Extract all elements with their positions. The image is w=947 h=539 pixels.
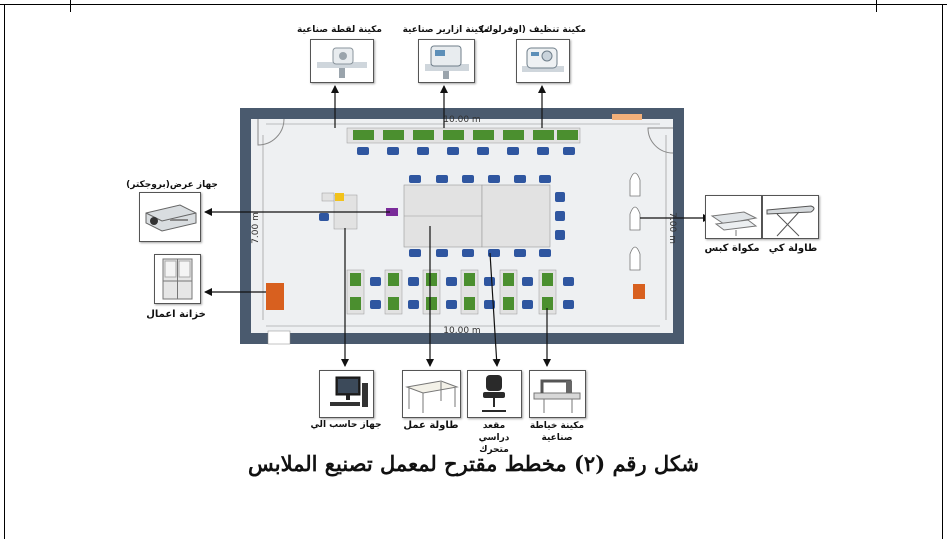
sewing-machine-icon: [533, 379, 581, 413]
press-iron-icon: [710, 211, 758, 236]
computer-image: [319, 370, 374, 418]
frame-left-line: [4, 4, 5, 539]
frame-right-line: [942, 4, 943, 539]
work-table-icon: [405, 380, 459, 413]
overlock-machine-label: مكينة تنظيف (اوفرلوك): [480, 25, 586, 35]
dim-left-label: 7.00 m: [251, 212, 261, 244]
projector-label: جهاز عرض(بروجكتر): [126, 180, 218, 190]
top-chairs: [357, 147, 575, 155]
bottom-machines: [350, 273, 553, 310]
door-right: [647, 127, 674, 154]
computer-icon: [330, 376, 368, 407]
figure-caption: شكل رقم (٢) مخطط مقترح لمعمل تصنيع الملا…: [247, 451, 700, 476]
overlock-machine-image: [516, 39, 570, 83]
press-iron-image: [705, 195, 762, 239]
bottom-chairs: [370, 277, 574, 309]
overlock-machine-icon: [522, 47, 564, 72]
cutting-machine-image: [310, 39, 374, 83]
chair-icon: [482, 375, 506, 412]
frame-top-line: [0, 4, 947, 5]
press-iron-label: مكواة كبس: [704, 243, 760, 254]
projector-stand-yellow: [335, 193, 344, 201]
buttonhole-machine-label: مكينة ازارير صناعية: [402, 25, 489, 35]
chair-image: [467, 370, 522, 418]
central-table-right: [481, 184, 551, 248]
frame-top-tick: [70, 0, 71, 12]
cabinet-icon: [162, 258, 193, 300]
ironing-boards: [629, 172, 641, 271]
work-table-label: طاولة عمل: [403, 420, 459, 431]
cutting-machine-icon: [317, 47, 367, 78]
projector-image: [139, 192, 201, 242]
cabinet-image: [154, 254, 201, 304]
cutting-machine-label: مكينة لقطة صناعية: [297, 25, 382, 35]
dim-right-label: 7.00 m: [667, 212, 677, 244]
chair-label: مقعد دراسي متحرك: [478, 421, 510, 455]
cabinet-label: خزانة اعمال: [146, 309, 206, 320]
projector-icon: [145, 204, 197, 232]
cabinet-right: [633, 284, 645, 299]
cabinet-left: [266, 283, 284, 310]
computer-label: جهاز حاسب الي: [310, 420, 382, 430]
frame-top-tick: [876, 0, 877, 12]
buttonhole-machine-icon: [425, 45, 469, 79]
work-table-image: [402, 370, 461, 418]
central-chairs: [409, 175, 565, 257]
ironing-table-image: [762, 195, 819, 239]
top-machines: [353, 130, 578, 140]
ironing-table-icon: [766, 205, 815, 237]
sewing-machine-label: مكينة خياطة صناعية: [529, 421, 585, 443]
dim-top-label: 10.00 m: [443, 115, 480, 125]
buttonhole-machine-image: [418, 39, 475, 83]
arrow-chair: [489, 252, 501, 367]
ironing-table-label: طاولة كي: [768, 243, 818, 254]
sewing-machine-image: [529, 370, 586, 418]
dim-bottom-label: 10.00 m: [443, 326, 480, 336]
projector-marker: [386, 208, 398, 216]
